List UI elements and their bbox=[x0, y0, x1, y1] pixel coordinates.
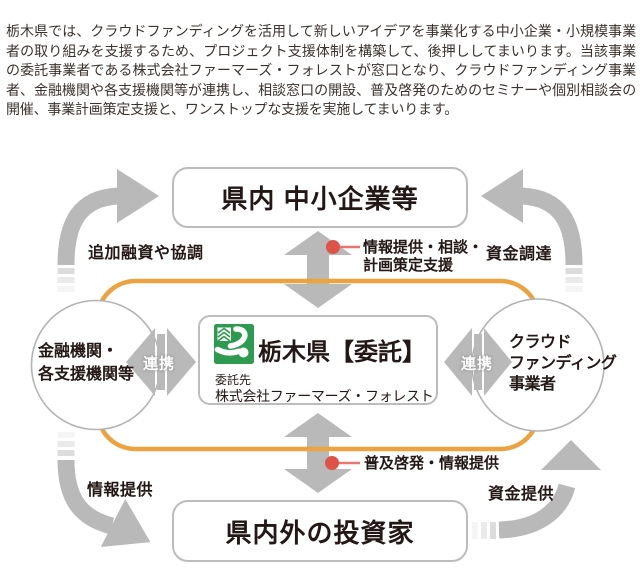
link-arrow-left bbox=[126, 328, 196, 396]
left-circle-label: 金融機関・ 各支援機関等 bbox=[38, 340, 134, 386]
bottom-entity-box: 県内外の投資家 bbox=[172, 500, 468, 562]
link-arrow-right bbox=[444, 328, 512, 396]
right-circle-line1: クラウド bbox=[509, 334, 572, 351]
arrow-support-bottom bbox=[284, 413, 352, 493]
label-info-consult-line1: 情報提供・相談・ bbox=[363, 239, 484, 256]
arrow-additional-financing bbox=[57, 169, 159, 292]
label-information-provision: 情報提供 bbox=[87, 482, 154, 499]
right-circle-line2: ファンディング bbox=[509, 355, 617, 372]
arrow-fundraising bbox=[481, 169, 583, 292]
top-entity-label: 県内 中小企業等 bbox=[221, 184, 419, 214]
bottom-entity-label: 県内外の投資家 bbox=[225, 517, 415, 548]
label-funding-provision: 資金提供 bbox=[488, 486, 555, 503]
intro-paragraph: 栃木県では、クラウドファンディングを活用して新しいアイデアを事業化する中小企業・… bbox=[6, 23, 636, 118]
center-entity-box: 栃木県【委託】 委託先 株式会社ファーマーズ・フォレスト bbox=[198, 315, 438, 405]
arrow-funding-to-crowdfunding bbox=[472, 440, 601, 539]
callout-top bbox=[326, 240, 360, 254]
arrow-support-top bbox=[284, 231, 352, 308]
label-additional-financing: 追加融資や協調 bbox=[88, 245, 204, 262]
right-circle-line3: 事業者 bbox=[509, 376, 556, 393]
callout-bottom bbox=[325, 456, 360, 470]
label-info-consult-line2: 計画策定支援 bbox=[363, 257, 454, 274]
tochigi-prefecture-logo-icon bbox=[214, 324, 254, 364]
label-cooperation-right: 連携 bbox=[460, 355, 494, 373]
arrow-information-to-investors bbox=[57, 432, 151, 548]
label-cooperation-left: 連携 bbox=[142, 355, 176, 373]
consignee-name: 株式会社ファーマーズ・フォレスト bbox=[215, 388, 434, 404]
label-awareness-info: 普及啓発・情報提供 bbox=[364, 455, 500, 472]
center-entity-title: 栃木県【委託】 bbox=[258, 339, 426, 366]
top-entity-box: 県内 中小企業等 bbox=[172, 167, 468, 228]
left-circle-line2: 各支援機関等 bbox=[38, 366, 135, 383]
label-fundraising: 資金調達 bbox=[486, 246, 553, 263]
consignee-label: 委託先 bbox=[215, 373, 252, 387]
left-circle-line1: 金融機関・ bbox=[38, 343, 119, 360]
right-circle-label: クラウド ファンディング 事業者 bbox=[509, 332, 617, 395]
